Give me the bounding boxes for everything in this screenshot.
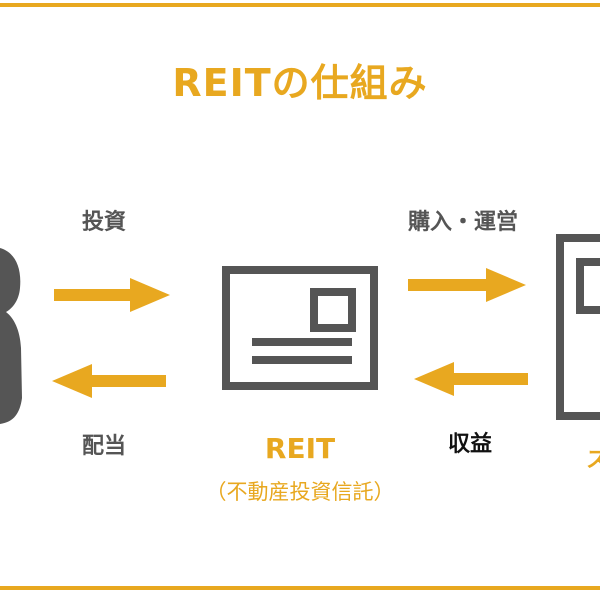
diagram-title: REITの仕組み [172, 61, 428, 105]
invest-label: 投資 [82, 210, 127, 235]
right-cut-label: ス [586, 448, 600, 473]
document-card-icon [222, 266, 378, 390]
investor-person-icon [0, 248, 22, 424]
purchase-manage-label: 購入・運営 [408, 210, 519, 235]
building-icon [556, 234, 600, 420]
invest-arrow-right-icon [54, 278, 170, 312]
purchase-arrow-right-icon [408, 268, 526, 302]
reit-name: REIT [264, 432, 336, 465]
bottom-border [0, 586, 600, 590]
dividend-label: 配当 [82, 434, 127, 459]
reit-subtitle: （不動産投資信託） [205, 480, 395, 504]
revenue-label: 収益 [448, 432, 493, 457]
top-border [0, 3, 600, 7]
revenue-arrow-left-icon [414, 362, 528, 396]
dividend-arrow-left-icon [52, 364, 166, 398]
